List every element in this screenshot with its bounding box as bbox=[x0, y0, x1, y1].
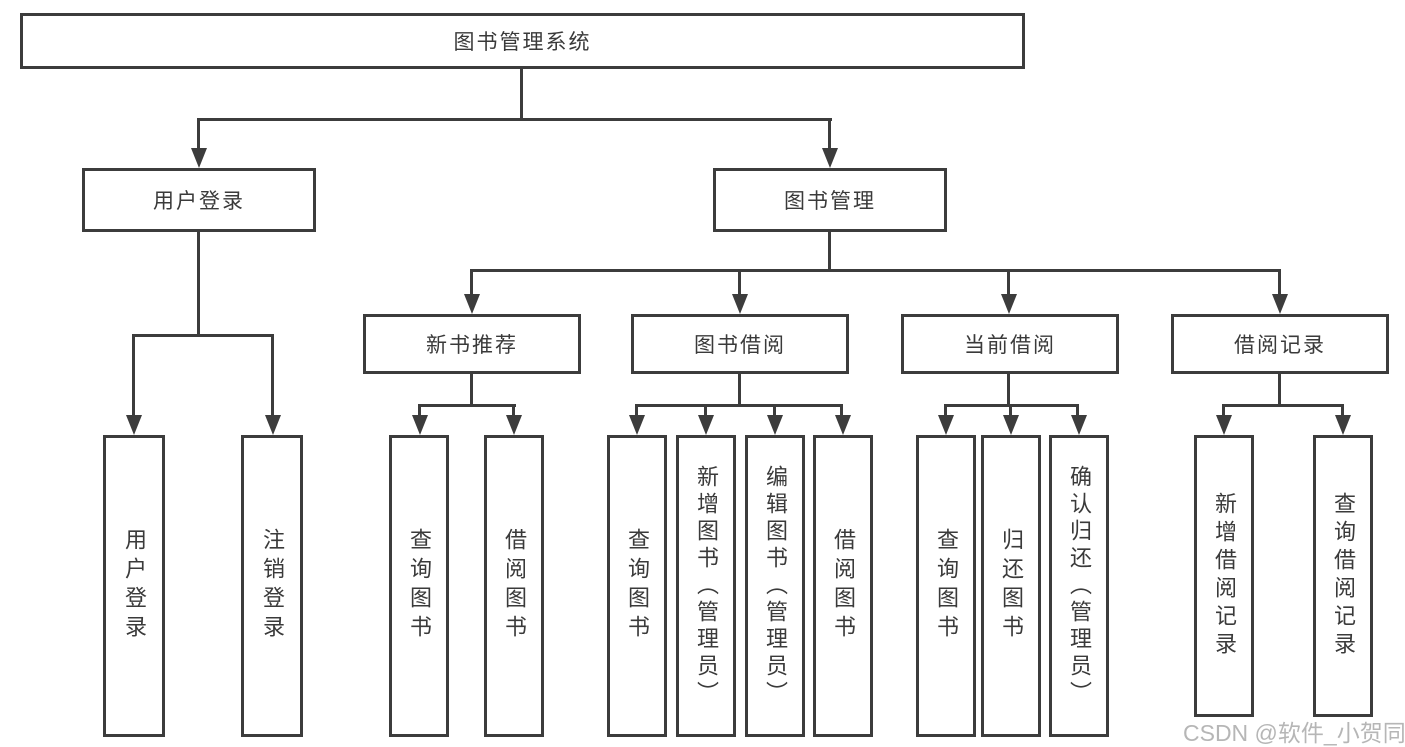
leaf-query-books-current-label: 查询图书 bbox=[934, 528, 959, 644]
watermark: CSDN @软件_小贺同学 bbox=[1183, 720, 1405, 746]
connector-line bbox=[470, 269, 1281, 272]
leaf-borrow-books-borrow: 借阅图书 bbox=[813, 435, 873, 737]
node-user-login: 用户登录 bbox=[82, 168, 316, 232]
connector-line bbox=[520, 69, 523, 120]
leaf-query-books-borrow: 查询图书 bbox=[607, 435, 667, 737]
connector-line bbox=[1222, 404, 1344, 407]
node-book-management: 图书管理 bbox=[713, 168, 947, 232]
node-new-book-recommend-label: 新书推荐 bbox=[426, 334, 518, 357]
arrow-down-icon bbox=[1216, 415, 1232, 435]
arrow-down-icon bbox=[822, 148, 838, 168]
connector-line bbox=[828, 118, 831, 150]
connector-line bbox=[418, 404, 421, 417]
connector-line bbox=[1278, 374, 1281, 407]
arrow-down-icon bbox=[938, 415, 954, 435]
node-borrow-records: 借阅记录 bbox=[1171, 314, 1389, 374]
connector-line bbox=[132, 334, 274, 337]
leaf-add-book-admin: 新增图书（管理员） bbox=[676, 435, 736, 737]
leaf-return-book-label: 归还图书 bbox=[999, 528, 1024, 644]
arrow-down-icon bbox=[732, 294, 748, 314]
connector-line bbox=[944, 404, 947, 417]
connector-line bbox=[132, 334, 135, 416]
connector-line bbox=[1341, 404, 1344, 417]
arrow-down-icon bbox=[835, 415, 851, 435]
leaf-add-book-admin-label: 新增图书（管理员） bbox=[694, 464, 719, 708]
arrow-down-icon bbox=[1001, 294, 1017, 314]
leaf-borrow-books-borrow-label: 借阅图书 bbox=[831, 528, 856, 644]
leaf-logout: 注销登录 bbox=[241, 435, 303, 737]
connector-line bbox=[773, 404, 776, 417]
connector-line bbox=[512, 404, 515, 417]
leaf-edit-book-admin-label: 编辑图书（管理员） bbox=[763, 464, 788, 708]
connector-line bbox=[1007, 374, 1010, 407]
connector-line bbox=[1007, 269, 1010, 296]
connector-line bbox=[738, 374, 741, 407]
connector-line bbox=[1222, 404, 1225, 417]
arrow-down-icon bbox=[265, 415, 281, 435]
node-borrow-records-label: 借阅记录 bbox=[1234, 334, 1326, 357]
leaf-return-book: 归还图书 bbox=[981, 435, 1041, 737]
connector-line bbox=[635, 404, 843, 407]
leaf-query-books-current: 查询图书 bbox=[916, 435, 976, 737]
connector-line bbox=[470, 374, 473, 407]
node-book-borrow: 图书借阅 bbox=[631, 314, 849, 374]
connector-line bbox=[470, 269, 473, 296]
node-current-borrow-label: 当前借阅 bbox=[964, 334, 1056, 357]
leaf-borrow-books-recommend: 借阅图书 bbox=[484, 435, 544, 737]
connector-line bbox=[271, 334, 274, 416]
node-current-borrow: 当前借阅 bbox=[901, 314, 1119, 374]
leaf-add-borrow-record: 新增借阅记录 bbox=[1194, 435, 1254, 717]
connector-line bbox=[418, 404, 516, 407]
node-root-label: 图书管理系统 bbox=[453, 31, 592, 54]
connector-line bbox=[635, 404, 638, 417]
connector-line bbox=[197, 232, 200, 337]
node-new-book-recommend: 新书推荐 bbox=[363, 314, 581, 374]
connector-line bbox=[1076, 404, 1079, 417]
connector-line bbox=[1278, 269, 1281, 296]
arrow-down-icon bbox=[698, 415, 714, 435]
arrow-down-icon bbox=[1272, 294, 1288, 314]
leaf-confirm-return-admin-label: 确认归还（管理员） bbox=[1067, 464, 1092, 708]
connector-line bbox=[197, 118, 832, 121]
leaf-edit-book-admin: 编辑图书（管理员） bbox=[745, 435, 805, 737]
arrow-down-icon bbox=[629, 415, 645, 435]
leaf-add-borrow-record-label: 新增借阅记录 bbox=[1212, 492, 1237, 660]
leaf-query-borrow-record: 查询借阅记录 bbox=[1313, 435, 1373, 717]
leaf-user-login-label: 用户登录 bbox=[122, 528, 147, 644]
arrow-down-icon bbox=[506, 415, 522, 435]
arrow-down-icon bbox=[126, 415, 142, 435]
arrow-down-icon bbox=[191, 148, 207, 168]
connector-line bbox=[1009, 404, 1012, 417]
node-root: 图书管理系统 bbox=[20, 13, 1025, 69]
connector-line bbox=[840, 404, 843, 417]
node-book-management-label: 图书管理 bbox=[784, 190, 876, 213]
arrow-down-icon bbox=[1071, 415, 1087, 435]
node-user-login-label: 用户登录 bbox=[153, 190, 245, 213]
leaf-query-borrow-record-label: 查询借阅记录 bbox=[1331, 492, 1356, 660]
leaf-logout-label: 注销登录 bbox=[260, 528, 285, 644]
leaf-query-books-recommend: 查询图书 bbox=[389, 435, 449, 737]
arrow-down-icon bbox=[464, 294, 480, 314]
leaf-query-books-borrow-label: 查询图书 bbox=[625, 528, 650, 644]
leaf-user-login: 用户登录 bbox=[103, 435, 165, 737]
leaf-query-books-recommend-label: 查询图书 bbox=[407, 528, 432, 644]
connector-line bbox=[738, 269, 741, 296]
leaf-borrow-books-recommend-label: 借阅图书 bbox=[502, 528, 527, 644]
arrow-down-icon bbox=[1003, 415, 1019, 435]
arrow-down-icon bbox=[1335, 415, 1351, 435]
arrow-down-icon bbox=[412, 415, 428, 435]
connector-line bbox=[704, 404, 707, 417]
leaf-confirm-return-admin: 确认归还（管理员） bbox=[1049, 435, 1109, 737]
arrow-down-icon bbox=[767, 415, 783, 435]
connector-line bbox=[828, 232, 831, 272]
connector-line bbox=[197, 118, 200, 150]
node-book-borrow-label: 图书借阅 bbox=[694, 334, 786, 357]
